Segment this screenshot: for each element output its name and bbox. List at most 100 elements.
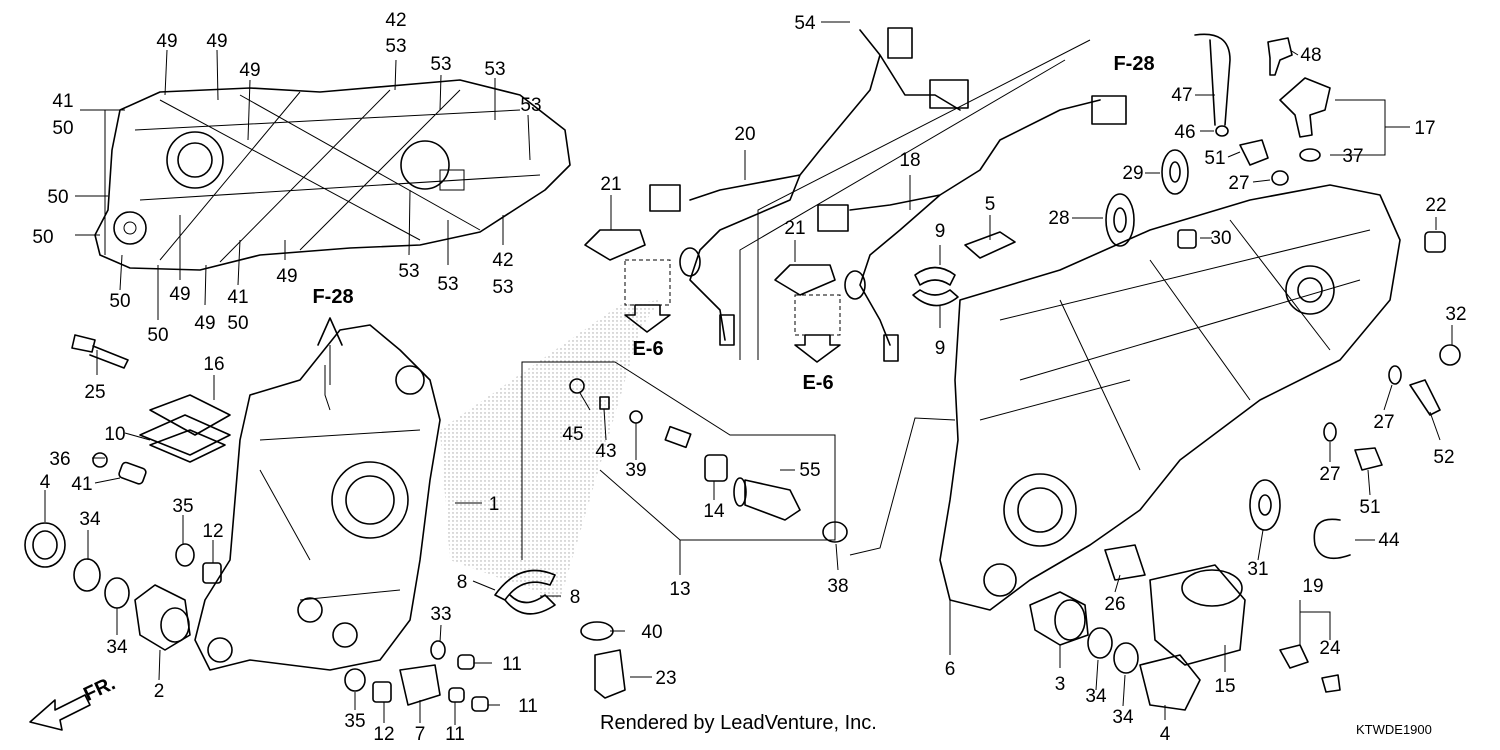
callout-24: 24	[1319, 638, 1341, 659]
callout-36: 36	[49, 449, 70, 470]
callout-53: 53	[484, 59, 505, 80]
washer-27-a	[1388, 365, 1402, 385]
callout-27: 27	[1373, 412, 1394, 433]
wire-harness-18	[817, 95, 1127, 362]
e6-arrow-b	[794, 294, 841, 363]
callout-34: 34	[79, 509, 101, 530]
callout-18: 18	[899, 150, 920, 171]
callout-41: 41	[227, 287, 248, 308]
crankcase-6	[939, 184, 1401, 611]
callout-11: 11	[502, 654, 522, 675]
callout-45: 45	[562, 424, 583, 445]
callout-19: 19	[1302, 576, 1323, 597]
ring-34-c	[1087, 627, 1113, 659]
clip-44	[1313, 518, 1351, 560]
callout-53: 53	[385, 36, 406, 57]
filter-26	[1104, 544, 1146, 581]
callout-41: 41	[71, 474, 92, 495]
callout-40: 40	[641, 622, 662, 643]
callout-1: 1	[489, 494, 500, 515]
callout-50: 50	[109, 291, 130, 312]
callout-53: 53	[520, 95, 541, 116]
callout-labels: 49 49 49 4 2 53 53 53 53 41 50 50 50 50 5…	[32, 10, 1466, 745]
gasket-10	[139, 414, 231, 463]
left-crankcase-cover	[94, 79, 571, 271]
bearing-9	[912, 266, 959, 307]
callout-35: 35	[344, 711, 365, 732]
callout-49: 49	[169, 284, 190, 305]
plate-5	[964, 231, 1016, 259]
oil-filter-15	[1149, 564, 1246, 666]
callout-14: 14	[703, 501, 725, 522]
callout-39: 39	[625, 460, 646, 481]
bolt-24-b	[1321, 674, 1341, 693]
callout-13: 13	[669, 579, 690, 600]
seal-4-left	[24, 522, 66, 568]
bracket-21b	[774, 264, 836, 296]
callout-34: 34	[1085, 686, 1107, 707]
leader-lines	[44, 21, 1453, 725]
callout-8: 8	[570, 587, 581, 608]
ref-f28: F-28	[1113, 53, 1154, 75]
callout-10: 10	[104, 424, 125, 445]
bushing-2	[134, 584, 191, 651]
callout-52: 52	[1433, 447, 1454, 468]
plug-23	[594, 649, 626, 699]
plug-30	[1177, 229, 1197, 249]
callout-49: 49	[206, 31, 227, 52]
crankcase-1	[194, 317, 441, 671]
ref-e6: E-6	[802, 372, 833, 394]
callout-26: 26	[1104, 594, 1125, 615]
bracket-21a	[584, 229, 646, 261]
bushing-3	[1029, 591, 1089, 646]
callout-49: 49	[194, 313, 215, 334]
callout-50: 50	[147, 325, 168, 346]
dowel-41	[118, 461, 147, 485]
callout-50: 50	[227, 313, 248, 334]
ring-35-a	[175, 543, 195, 567]
dowel-12-b	[372, 681, 392, 703]
callout-3: 3	[1055, 674, 1066, 695]
dowel-12-a	[202, 562, 222, 584]
callout-54: 54	[794, 13, 816, 34]
callout-4: 4	[40, 472, 51, 493]
seal-4-right	[1139, 654, 1201, 711]
bearing-8	[494, 569, 556, 615]
ref-e6: E-6	[632, 338, 663, 360]
callout-31: 31	[1247, 559, 1268, 580]
callout-23: 23	[655, 668, 676, 689]
callout-53: 53	[398, 261, 419, 282]
dowel-11-a	[457, 654, 475, 670]
group-13-frame	[521, 361, 836, 560]
callout-51: 51	[1204, 148, 1225, 169]
callout-55: 55	[799, 460, 820, 481]
callout-53: 53	[492, 277, 513, 298]
bolt-24-a	[1279, 644, 1309, 669]
callout-48: 48	[1300, 45, 1321, 66]
o-ring-37	[1299, 148, 1321, 162]
ring-34-a	[73, 558, 101, 592]
callout-29: 29	[1122, 163, 1143, 184]
clip-46	[1215, 125, 1229, 137]
callout-16: 16	[203, 354, 224, 375]
ring-34-b	[104, 577, 130, 609]
callout-21: 21	[600, 174, 621, 195]
callout-41: 41	[52, 91, 73, 112]
callout-50: 50	[52, 118, 73, 139]
diagram-code: KTWDE1900	[1356, 722, 1432, 737]
callout-27: 27	[1228, 173, 1249, 194]
bolt-51-b	[1354, 447, 1383, 471]
callout-2: 2	[154, 681, 165, 702]
callout-51: 51	[1359, 497, 1380, 518]
washer-40	[580, 621, 614, 641]
callout-50: 50	[32, 227, 53, 248]
bearing-29	[1161, 149, 1189, 195]
callout-27: 27	[1319, 464, 1340, 485]
ring-33	[430, 640, 446, 660]
ring-34-d	[1113, 642, 1139, 674]
washer-27-c	[1271, 170, 1289, 186]
callout-35: 35	[172, 496, 193, 517]
callout-20: 20	[734, 124, 755, 145]
callout-34: 34	[1112, 707, 1134, 728]
